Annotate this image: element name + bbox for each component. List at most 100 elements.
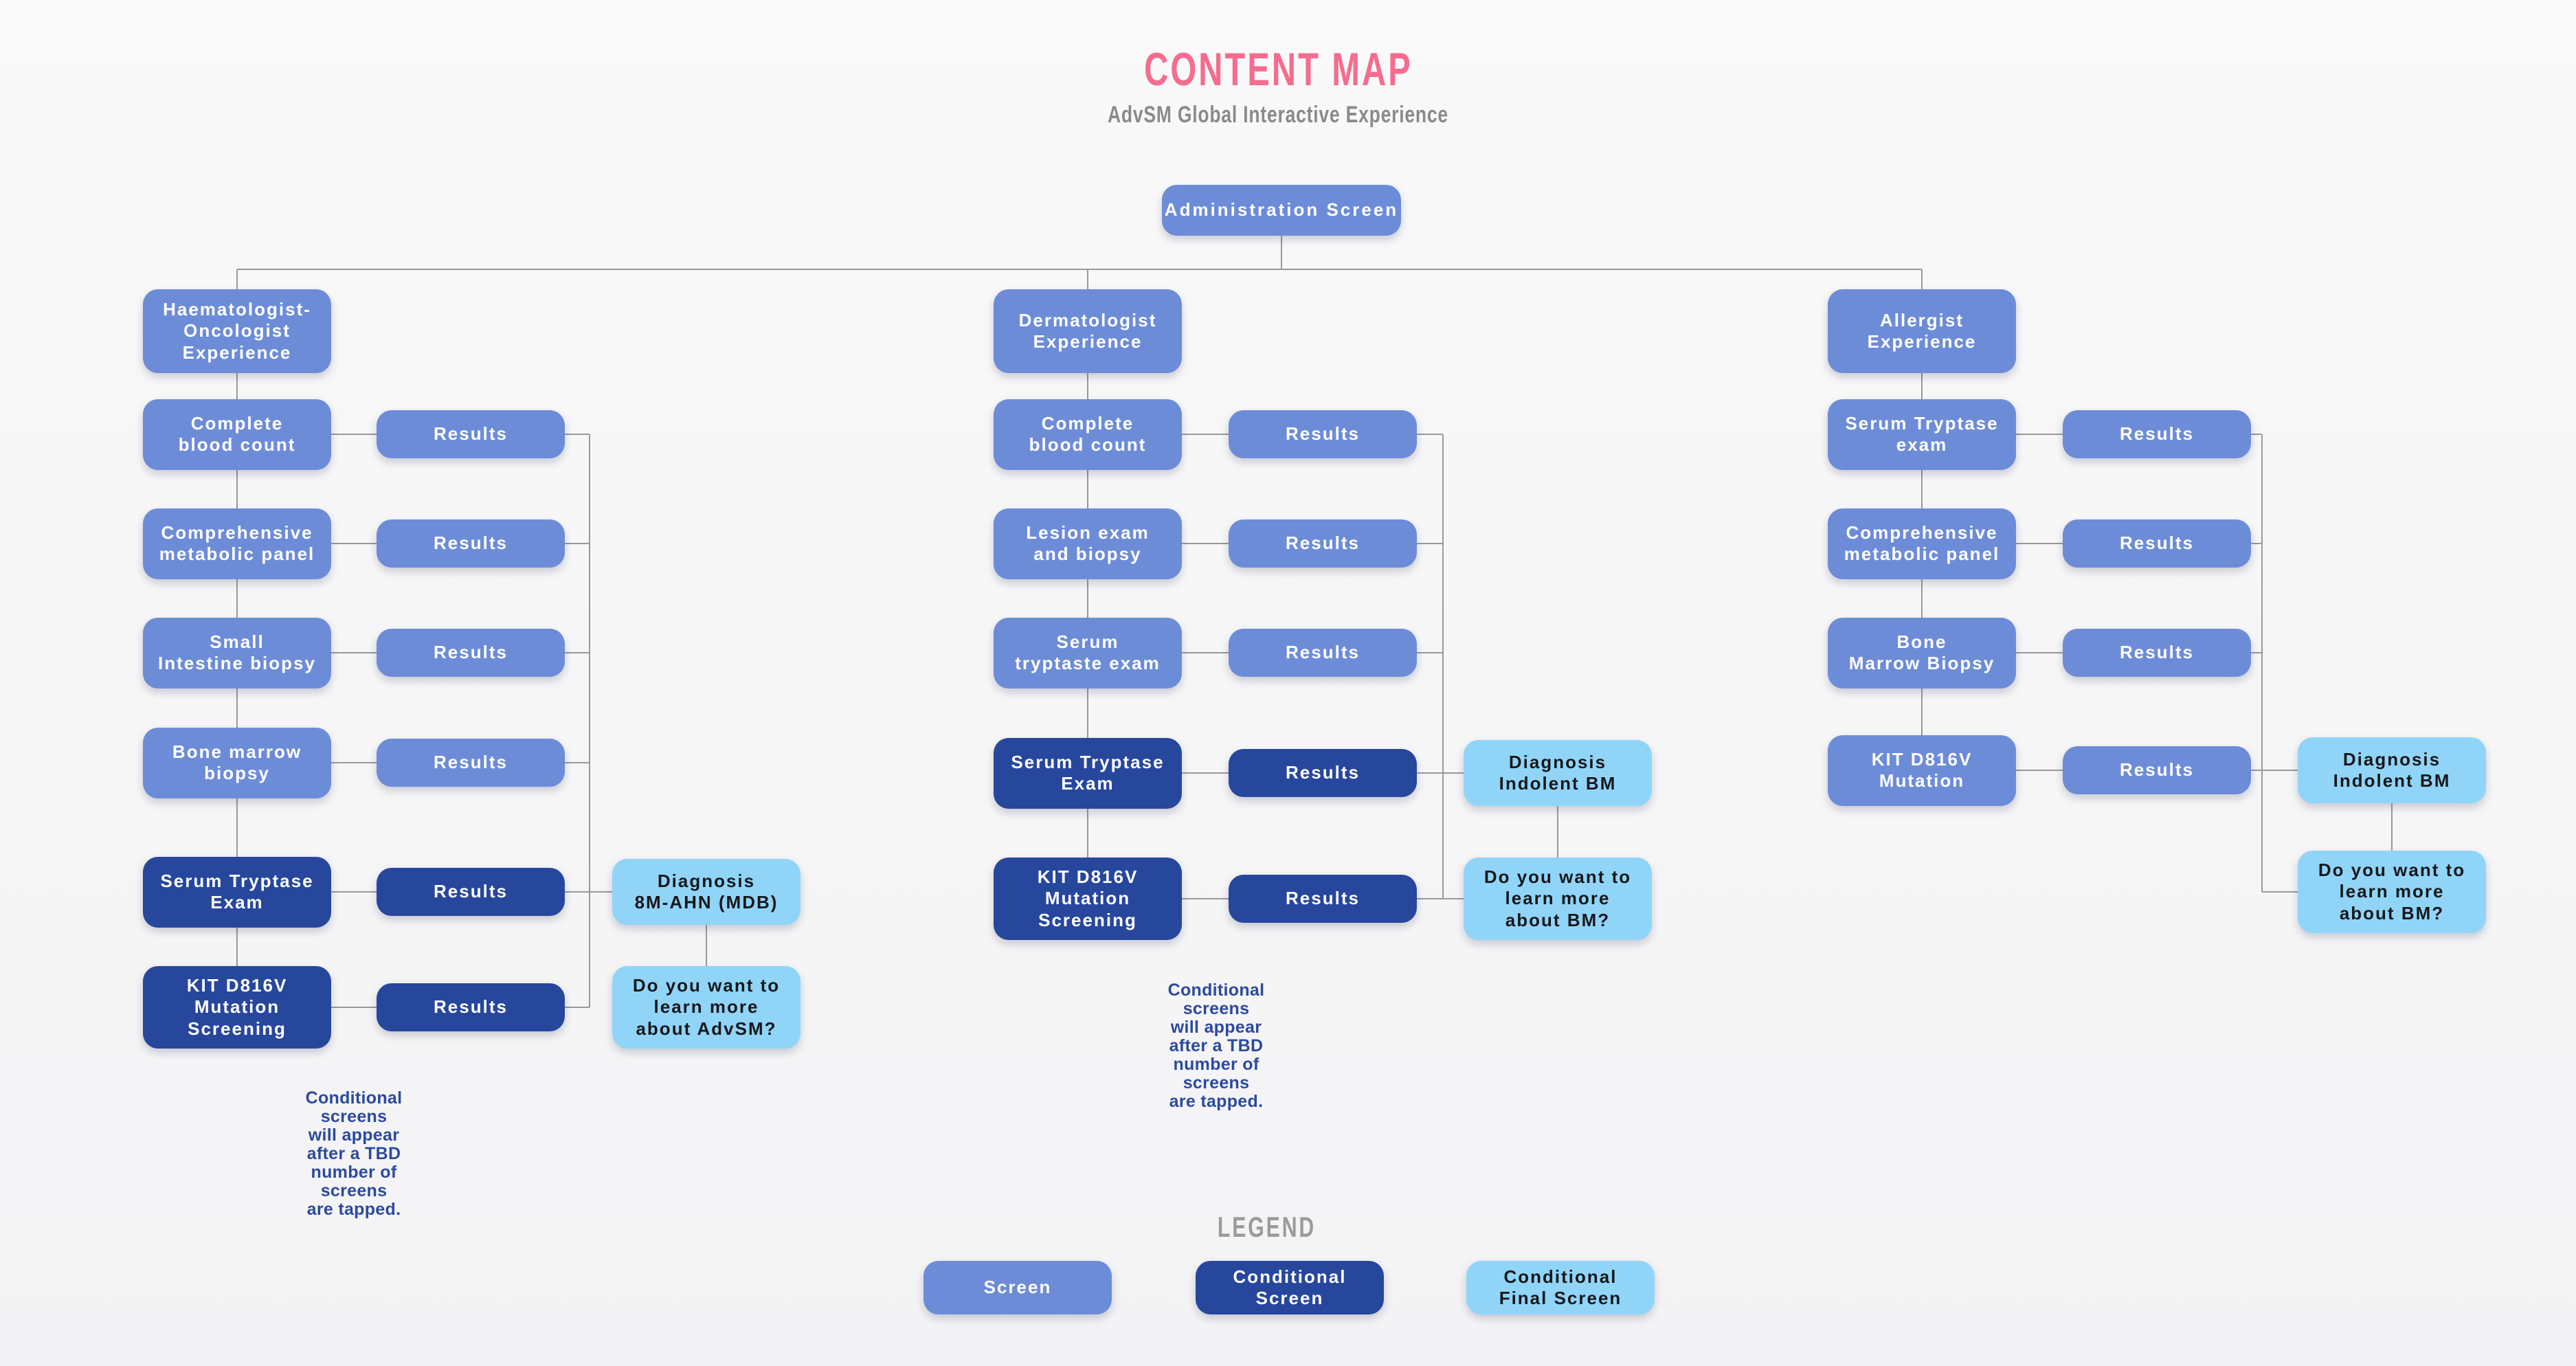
node-allergist-do-you-want-to-learn-more-about-bm: Do you want to learn more about BM? [2298, 851, 2486, 933]
connector-line [1087, 269, 1088, 289]
node-haematologist-oncologist-small-intestine-biopsy: Small Intestine biopsy [143, 617, 331, 688]
node-allergist-results-3: Results [2063, 629, 2251, 677]
page-title-text: CONTENT MAP [1143, 43, 1413, 96]
node-allergist-serum-tryptase-exam: Serum Tryptase exam [1828, 399, 2016, 470]
node-allergist-results-1: Results [2063, 410, 2251, 458]
connector-line [1182, 898, 1229, 899]
node-allergist-results-4: Results [2063, 746, 2251, 794]
node-haematologist-oncologist-diagnosis-8m-ahn-mdb: Diagnosis 8M-AHN (MDB) [612, 859, 800, 925]
node-haematologist-oncologist-haematologist-oncologist-experience: Haematologist- Oncologist Experience [143, 289, 331, 373]
node-allergist-comprehensive-metabolic-panel: Comprehensive metabolic panel [1828, 508, 2016, 579]
node-haematologist-oncologist-results-5: Results [377, 868, 565, 916]
connector-line [236, 269, 238, 289]
connector-line [331, 1007, 377, 1008]
node-administration-screen: Administration Screen [1162, 185, 1401, 236]
node-dermatologist-serum-tryptaste-exam: Serum tryptaste exam [994, 617, 1182, 688]
connector-line [1417, 543, 1443, 544]
connector-line [2251, 770, 2298, 771]
node-dermatologist-results-2: Results [1229, 519, 1417, 568]
connector-line [1921, 269, 1923, 289]
connector-line [2016, 434, 2063, 435]
node-dermatologist-diagnosis-indolent-bm: Diagnosis Indolent BM [1464, 740, 1652, 806]
connector-line [1557, 806, 1558, 858]
connector-line [2016, 770, 2063, 771]
node-dermatologist-results-1: Results [1229, 410, 1417, 458]
connector-line [565, 762, 590, 763]
node-dermatologist-results-4: Results [1229, 749, 1417, 797]
node-haematologist-oncologist-results-1: Results [377, 410, 565, 458]
connector-line [1921, 373, 1923, 399]
connector-line [2251, 434, 2262, 435]
connector-line [236, 579, 238, 618]
conditional-note-dermatologist: Conditional screens will appear after a … [1167, 981, 1265, 1111]
node-dermatologist-do-you-want-to-learn-more-about-bm: Do you want to learn more about BM? [1464, 858, 1652, 940]
node-haematologist-oncologist-results-4: Results [377, 739, 565, 787]
legend-screen: Screen [923, 1261, 1112, 1314]
connector-line [1087, 469, 1088, 508]
connector-line [2391, 803, 2393, 851]
connector-line [236, 798, 238, 857]
connector-line [331, 434, 377, 435]
connector-line [331, 891, 377, 893]
connector-line [1182, 543, 1229, 544]
connector-line [1921, 688, 1923, 735]
connector-line [1182, 652, 1229, 653]
node-dermatologist-results-3: Results [1229, 629, 1417, 677]
legend-conditional-final-screen: Conditional Final Screen [1466, 1261, 1655, 1314]
page-subtitle-text: AdvSM Global Interactive Experience [1108, 102, 1449, 128]
connector-line [236, 927, 238, 966]
connector-line [1417, 434, 1443, 435]
node-allergist-allergist-experience: Allergist Experience [1828, 289, 2016, 373]
node-haematologist-oncologist-results-2: Results [377, 519, 565, 568]
connector-line [2016, 543, 2063, 544]
node-haematologist-oncologist-do-you-want-to-learn-more-about-advsm: Do you want to learn more about AdvSM? [612, 966, 800, 1049]
node-haematologist-oncologist-bone-marrow-biopsy: Bone marrow biopsy [143, 727, 331, 798]
connector-line [565, 891, 612, 893]
connector-line [236, 373, 238, 399]
connector-line [1442, 434, 1444, 899]
node-dermatologist-results-5: Results [1229, 875, 1417, 923]
node-dermatologist-kit-d816v-mutation-screening: KIT D816V Mutation Screening [994, 858, 1182, 940]
legend-title-text: LEGEND [1217, 1211, 1316, 1243]
connector-line [331, 762, 377, 763]
connector-line [2261, 434, 2263, 892]
node-allergist-bone-marrow-biopsy: Bone Marrow Biopsy [1828, 617, 2016, 688]
connector-line [1182, 772, 1229, 774]
connector-line [1087, 373, 1088, 399]
connector-line [2251, 543, 2262, 544]
connector-line [706, 925, 707, 966]
node-haematologist-oncologist-serum-tryptase-exam: Serum Tryptase Exam [143, 856, 331, 928]
connector-line [331, 543, 377, 544]
node-haematologist-oncologist-comprehensive-metabolic-panel: Comprehensive metabolic panel [143, 508, 331, 579]
connector-line [1087, 579, 1088, 618]
connector-line [1087, 688, 1088, 738]
connector-line [236, 688, 238, 728]
connector-line [1417, 652, 1443, 653]
connector-line [565, 652, 590, 653]
legend-conditional-screen: Conditional Screen [1196, 1261, 1384, 1314]
connector-line [565, 434, 590, 435]
connector-line [2262, 891, 2298, 893]
node-dermatologist-complete-blood-count: Complete blood count [994, 399, 1182, 470]
connector-line [236, 469, 238, 508]
connector-line [589, 434, 590, 1007]
connector-line [565, 1007, 590, 1008]
node-dermatologist-lesion-exam-and-biopsy: Lesion exam and biopsy [994, 508, 1182, 579]
connector-line [1182, 434, 1229, 435]
conditional-note-haematologist-oncologist: Conditional screens will appear after a … [305, 1088, 403, 1219]
connector-line [237, 269, 1922, 270]
connector-line [1921, 579, 1923, 618]
connector-line [1417, 772, 1464, 774]
node-allergist-diagnosis-indolent-bm: Diagnosis Indolent BM [2298, 737, 2486, 803]
connector-line [331, 652, 377, 653]
connector-line [1087, 808, 1088, 858]
connector-line [1417, 898, 1464, 899]
connector-line [1921, 469, 1923, 508]
node-haematologist-oncologist-complete-blood-count: Complete blood count [143, 399, 331, 470]
node-haematologist-oncologist-results-3: Results [377, 629, 565, 677]
node-allergist-results-2: Results [2063, 519, 2251, 568]
node-dermatologist-dermatologist-experience: Dermatologist Experience [994, 289, 1182, 373]
node-haematologist-oncologist-kit-d816v-mutation-screening: KIT D816V Mutation Screening [143, 966, 331, 1049]
connector-line [2016, 652, 2063, 653]
node-allergist-kit-d816v-mutation: KIT D816V Mutation [1828, 735, 2016, 806]
